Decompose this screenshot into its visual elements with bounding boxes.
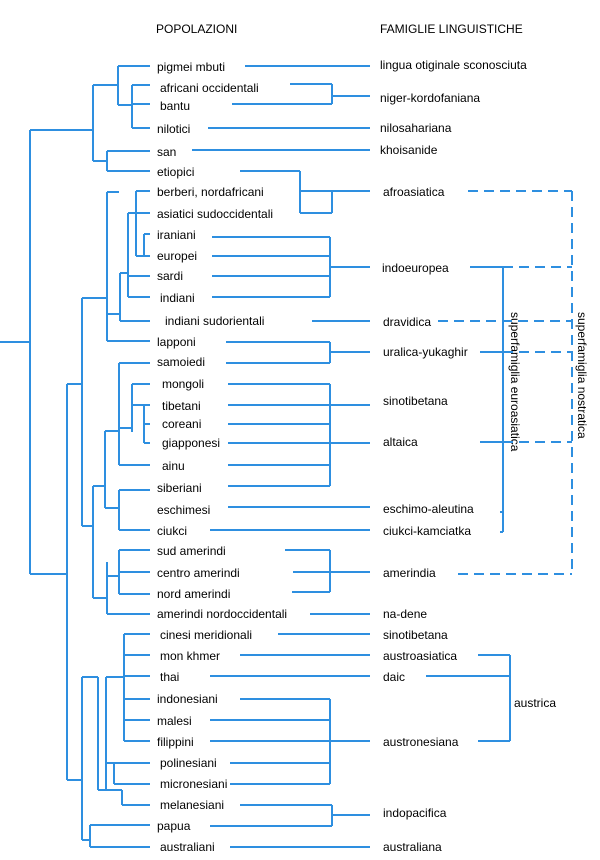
family-label: daic	[383, 670, 405, 684]
population-label: ciukci	[157, 524, 187, 538]
population-label: bantu	[160, 99, 190, 113]
population-label: mongoli	[162, 377, 204, 391]
family-label: na-dene	[383, 607, 427, 621]
population-label: sardi	[157, 269, 183, 283]
population-label: europei	[157, 249, 197, 263]
population-label: iraniani	[157, 228, 196, 242]
family-label: eschimo-aleutina	[383, 502, 474, 516]
tree-edges	[0, 65, 150, 848]
family-label: austroasiatica	[383, 649, 457, 663]
family-label: nilosahariana	[380, 121, 452, 135]
population-label: indiani sudorientali	[165, 314, 264, 328]
population-label: tibetani	[162, 399, 201, 413]
population-label: giapponesi	[162, 436, 220, 450]
population-label: sud amerindi	[157, 544, 226, 558]
population-label: coreani	[162, 417, 201, 431]
superfamily-euroasiatica-label: superfamiglia euroasiatica	[508, 312, 522, 452]
population-label: centro amerindi	[157, 566, 240, 580]
population-label: papua	[157, 819, 191, 833]
family-connectors	[192, 65, 511, 848]
population-label: nilotici	[157, 122, 190, 136]
population-label: amerindi nordoccidentali	[157, 607, 287, 621]
population-labels: pigmei mbuti africani occidentali bantu …	[157, 60, 287, 854]
header-populations: POPOLAZIONI	[156, 22, 237, 36]
population-label: indonesiani	[157, 692, 218, 706]
population-label: melanesiani	[160, 798, 224, 812]
family-label: austronesiana	[383, 735, 459, 749]
family-label: indoeuropea	[382, 261, 449, 275]
family-label: ciukci-kamciatka	[383, 524, 471, 538]
population-label: malesi	[157, 714, 192, 728]
population-label: siberiani	[157, 481, 202, 495]
family-label: indopacifica	[383, 806, 447, 820]
header-families: FAMIGLIE LINGUISTICHE	[380, 22, 523, 36]
family-label: khoisanide	[380, 143, 438, 157]
population-label: filippini	[157, 735, 194, 749]
population-label: polinesiani	[160, 756, 217, 770]
population-label: samoiedi	[157, 355, 205, 369]
family-label: austrica	[514, 696, 556, 710]
family-label: niger-kordofaniana	[380, 91, 480, 105]
population-label: san	[157, 145, 176, 159]
family-label: amerindia	[383, 566, 436, 580]
population-label: asiatici sudoccidentali	[157, 207, 273, 221]
population-label: ainu	[162, 459, 185, 473]
population-label: nord amerindi	[157, 587, 230, 601]
population-label: indiani	[160, 291, 195, 305]
family-labels: lingua otiginale sconosciuta niger-kordo…	[380, 58, 556, 854]
family-label: lingua otiginale sconosciuta	[380, 58, 527, 72]
population-label: pigmei mbuti	[157, 60, 225, 74]
population-label: lapponi	[157, 335, 196, 349]
family-label: australiana	[383, 840, 442, 854]
population-label: cinesi meridionali	[160, 628, 252, 642]
family-label: sinotibetana	[383, 628, 448, 642]
family-label: sinotibetana	[383, 394, 448, 408]
superfamily-dashed-links	[438, 190, 573, 575]
family-label: uralica-yukaghir	[383, 345, 468, 359]
population-label: africani occidentali	[160, 81, 259, 95]
population-label: berberi, nordafricani	[157, 185, 264, 199]
population-label: eschimesi	[157, 503, 210, 517]
family-label: afroasiatica	[383, 185, 445, 199]
population-label: etiopici	[157, 165, 194, 179]
family-label: altaica	[383, 435, 418, 449]
population-label: australiani	[160, 840, 215, 854]
population-label: micronesiani	[160, 777, 227, 791]
family-label: dravidica	[383, 315, 431, 329]
population-label: mon khmer	[160, 649, 220, 663]
superfamily-nostratica-label: superfamiglia nostratica	[575, 312, 589, 439]
population-label: thai	[160, 670, 179, 684]
